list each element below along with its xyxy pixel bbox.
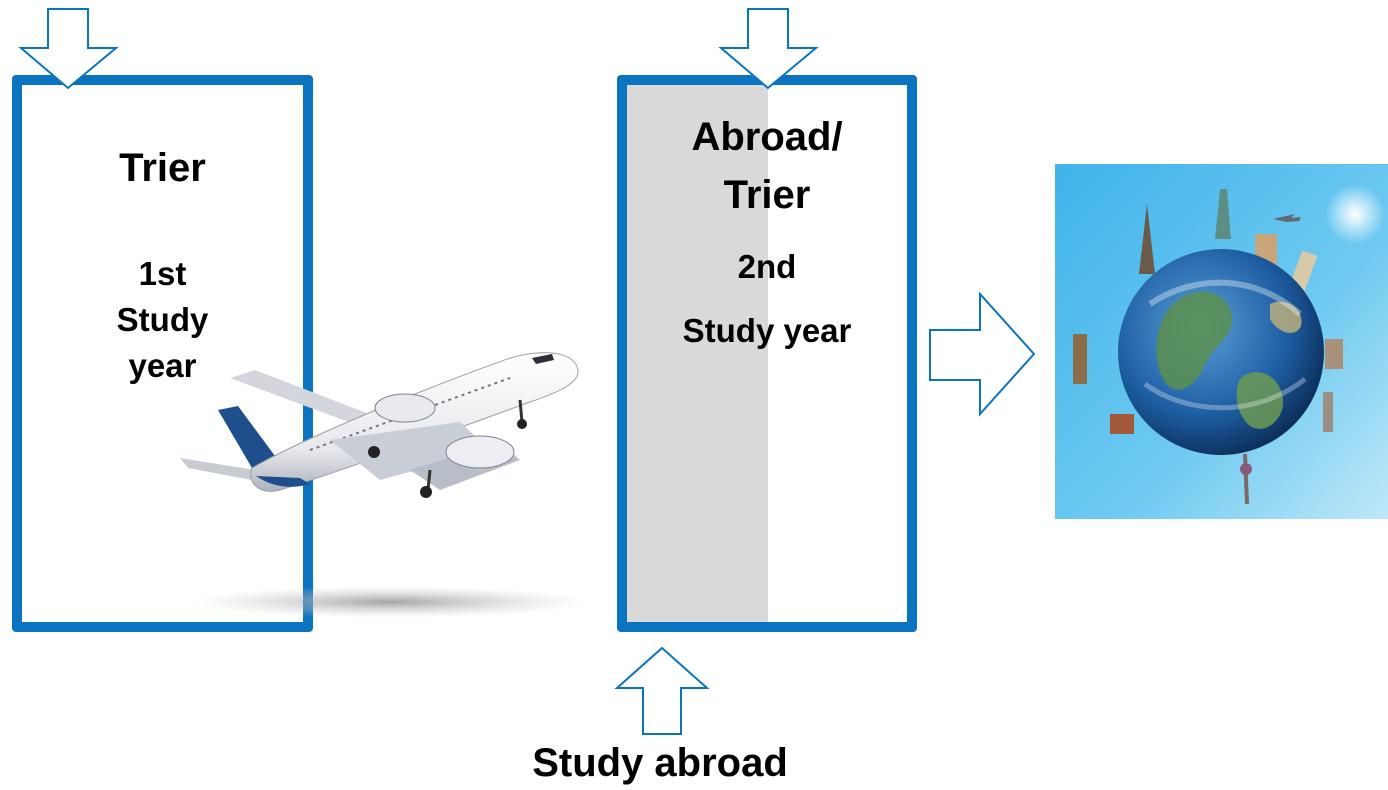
box1-year-line2: Study bbox=[116, 301, 209, 338]
box2-title-line1: Abroad/ bbox=[691, 115, 843, 159]
study-abroad-label: Study abroad bbox=[532, 741, 788, 785]
down-arrow-icon bbox=[718, 8, 819, 90]
right-arrow-icon bbox=[929, 291, 1036, 417]
box1-title: Trier bbox=[119, 146, 206, 190]
down-arrow-icon bbox=[18, 8, 119, 90]
box2-shaded-half bbox=[627, 85, 768, 622]
box2-title-line2: Trier bbox=[723, 173, 811, 217]
box2-year-line2: Study year bbox=[682, 312, 852, 349]
box1-year-line3: year bbox=[128, 347, 197, 384]
box2-year-line1: 2nd bbox=[737, 248, 797, 285]
globe-image bbox=[1055, 164, 1388, 519]
up-arrow-icon bbox=[614, 646, 710, 735]
airplane-image bbox=[180, 352, 590, 618]
first-year-box bbox=[12, 75, 313, 632]
box1-year-line1: 1st bbox=[138, 255, 187, 292]
